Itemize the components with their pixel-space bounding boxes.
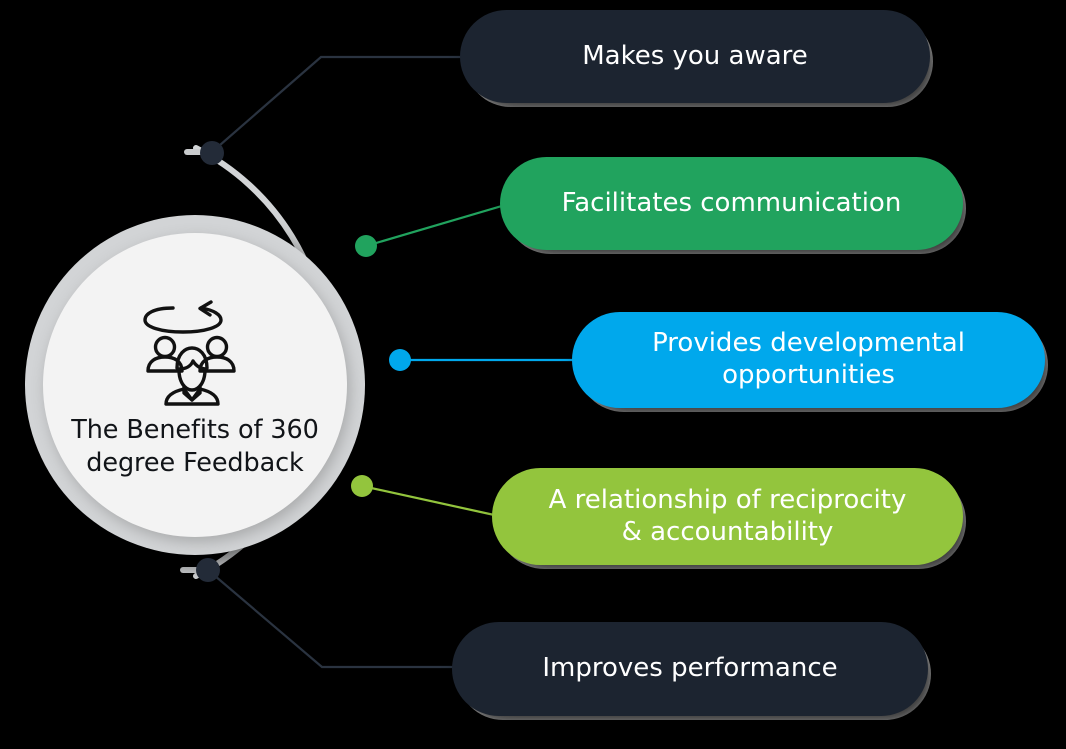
node-dot-relationship-of-reciprocity[interactable] <box>351 475 373 497</box>
benefit-label-facilitates-communication: Facilitates communication <box>510 188 954 220</box>
benefit-pill-makes-you-aware[interactable]: Makes you aware <box>460 10 930 103</box>
benefit-line: A relationship of reciprocity <box>548 484 907 515</box>
benefit-label-relationship-of-reciprocity: A relationship of reciprocity & accounta… <box>497 485 959 548</box>
benefit-line: Makes you aware <box>582 40 808 71</box>
benefit-line: Improves performance <box>542 653 838 684</box>
benefit-label-improves-performance: Improves performance <box>490 653 889 685</box>
node-dot-makes-you-aware[interactable] <box>200 141 224 165</box>
benefit-pill-relationship-of-reciprocity[interactable]: A relationship of reciprocity & accounta… <box>492 468 963 565</box>
benefit-label-makes-you-aware: Makes you aware <box>530 41 860 73</box>
node-dot-provides-developmental-opportunities[interactable] <box>389 349 411 371</box>
benefit-pill-improves-performance[interactable]: Improves performance <box>452 622 928 716</box>
benefit-line: opportunities <box>722 360 895 390</box>
node-dot-facilitates-communication[interactable] <box>355 235 377 257</box>
benefit-line: Provides developmental <box>652 328 965 359</box>
benefit-pill-facilitates-communication[interactable]: Facilitates communication <box>500 157 963 250</box>
central-hub-title-line2: degree Feedback <box>86 448 304 478</box>
benefit-label-provides-developmental-opportunities: Provides developmental opportunities <box>600 328 1017 391</box>
wire-makes-you-aware <box>211 55 480 153</box>
node-dot-improves-performance[interactable] <box>196 558 220 582</box>
central-hub-face: The Benefits of 360 degree Feedback <box>43 233 347 537</box>
benefit-line: & accountability <box>621 516 834 547</box>
central-hub-title: The Benefits of 360 degree Feedback <box>50 414 340 480</box>
wire-improves-performance <box>207 569 470 669</box>
central-hub-title-line1: The Benefits of 360 <box>71 414 319 445</box>
wire-relationship-of-reciprocity <box>361 484 509 520</box>
benefit-line: Facilitates communication <box>561 187 902 218</box>
central-hub: The Benefits of 360 degree Feedback <box>25 215 365 555</box>
benefit-pill-provides-developmental-opportunities[interactable]: Provides developmental opportunities <box>572 312 1045 408</box>
people-360-rotation-icon <box>143 300 236 406</box>
wire-facilitates-communication <box>365 201 513 248</box>
